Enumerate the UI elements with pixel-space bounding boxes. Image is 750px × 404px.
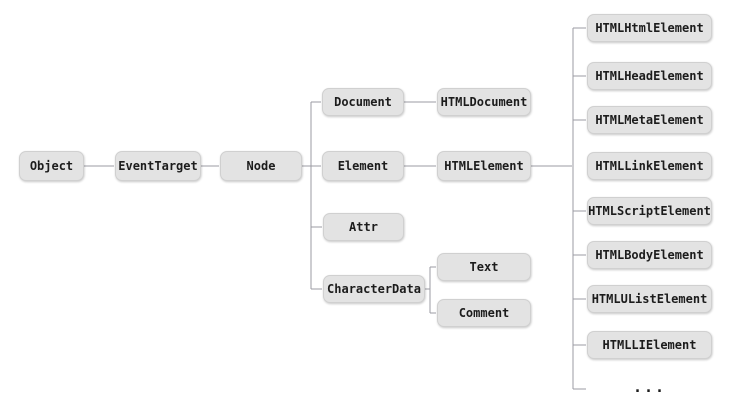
node-text: Text: [437, 253, 531, 281]
node-htmllielement: HTMLLIElement: [587, 331, 712, 359]
node-object: Object: [19, 151, 84, 181]
node-htmlelement: HTMLElement: [437, 151, 531, 181]
node-eventtarget: EventTarget: [115, 151, 201, 181]
node-htmlbodyelement: HTMLBodyElement: [587, 241, 712, 269]
node-htmllinkelement: HTMLLinkElement: [587, 152, 712, 180]
node-htmlulistelement: HTMLUListElement: [587, 285, 712, 313]
node-characterdata: CharacterData: [323, 275, 425, 303]
node-element: Element: [322, 151, 404, 181]
node-htmlhtmlelement: HTMLHtmlElement: [587, 14, 712, 42]
node-document: Document: [322, 88, 404, 116]
more-subclasses-ellipsis: ...: [632, 378, 667, 396]
node-htmlheadelement: HTMLHeadElement: [587, 62, 712, 90]
node-htmldocument: HTMLDocument: [437, 88, 531, 116]
node-comment: Comment: [437, 299, 531, 327]
node-node: Node: [220, 151, 302, 181]
node-htmlscriptelement: HTMLScriptElement: [587, 197, 712, 225]
node-attr: Attr: [323, 213, 404, 241]
node-htmlmetaelement: HTMLMetaElement: [587, 106, 712, 134]
